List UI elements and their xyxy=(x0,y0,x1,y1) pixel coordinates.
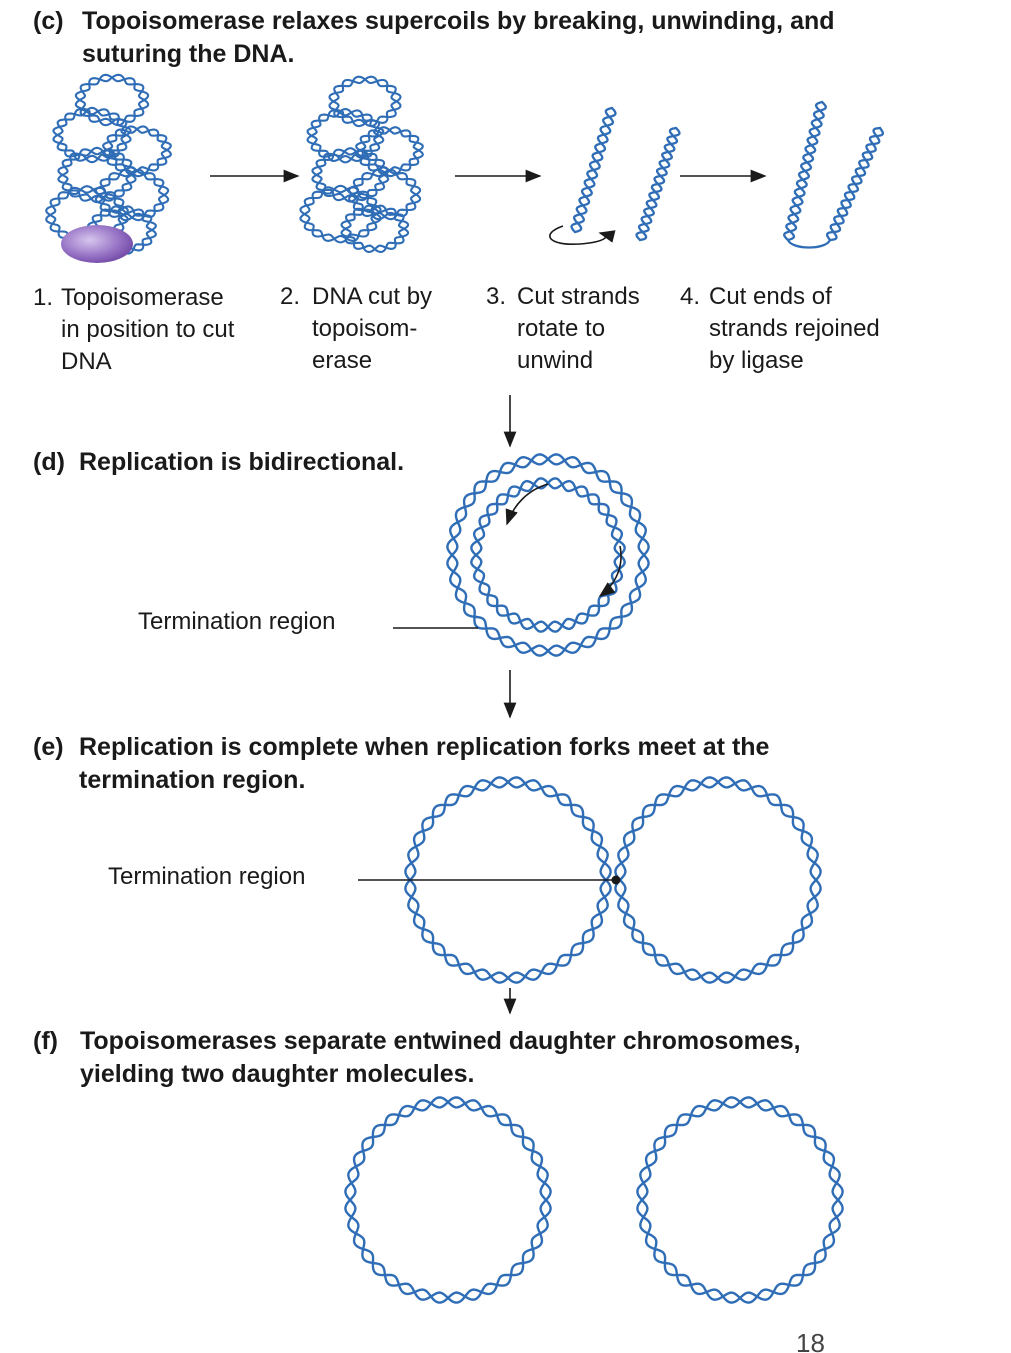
step-3-line2: rotate to xyxy=(517,315,606,342)
step-2-line2: topoisom- xyxy=(312,315,418,342)
daughter-molecule-left xyxy=(344,1096,552,1304)
step-2-number: 2. xyxy=(280,283,301,310)
step-1-line1: Topoisomerase xyxy=(61,284,224,311)
dna-strand xyxy=(344,1096,552,1304)
panel-f-title-line1: Topoisomerases separate entwined daughte… xyxy=(80,1027,801,1055)
daughter-molecule-right xyxy=(636,1096,844,1304)
entwined-circle-right xyxy=(614,776,822,984)
step-4-number: 4. xyxy=(680,283,701,310)
step-4-line3: by ligase xyxy=(709,347,804,374)
termination-point xyxy=(611,875,621,885)
dna-strand xyxy=(311,147,390,202)
dna-strand xyxy=(825,126,885,242)
dna-strand xyxy=(344,1096,552,1304)
dna-strand xyxy=(470,477,626,633)
dna-strand xyxy=(57,146,137,202)
panel-c-label: (c) xyxy=(33,7,64,35)
dna-strand xyxy=(614,776,822,984)
replicating-circle-inner xyxy=(470,477,626,633)
step-2-line3: erase xyxy=(312,347,373,374)
fork-arrow-right xyxy=(598,545,622,597)
page-number: 18 xyxy=(796,1328,825,1353)
fork-arrow-left xyxy=(505,483,549,526)
dna-strand xyxy=(74,73,150,127)
step-2-line1: DNA cut by xyxy=(312,283,433,310)
panel-e-title-line2: termination region. xyxy=(79,766,306,794)
panel-e-termination-label: Termination region xyxy=(108,863,306,890)
dna-strand xyxy=(446,453,650,657)
panel-d-termination-label: Termination region xyxy=(138,608,336,635)
step-1-caption: 1. Topoisomerase in position to cut DNA xyxy=(33,282,273,382)
step-4-line1: Cut ends of xyxy=(709,283,832,310)
dna-strand xyxy=(74,73,150,127)
step-3-line1: Cut strands xyxy=(517,283,640,310)
panel-e-title-line1: Replication is complete when replication… xyxy=(79,733,770,761)
panel-f-label: (f) xyxy=(33,1027,58,1055)
dna-strand xyxy=(328,75,402,128)
step-4-caption: 4. Cut ends of strands rejoined by ligas… xyxy=(680,281,930,381)
step-1-line3: DNA xyxy=(61,348,112,375)
panel-c-title-line1: Topoisomerase relaxes supercoils by brea… xyxy=(82,7,835,35)
step-1-line2: in position to cut xyxy=(61,316,235,343)
panel-d-label: (d) xyxy=(33,448,65,476)
step-3-line3: unwind xyxy=(517,347,594,374)
dna-strand xyxy=(470,477,626,633)
step3-rotating-strands xyxy=(570,106,681,242)
dna-strand xyxy=(635,126,681,242)
dna-strand xyxy=(328,75,402,128)
step-3-number: 3. xyxy=(486,283,507,310)
rotation-arrow xyxy=(549,225,616,245)
dna-strand xyxy=(340,204,410,254)
step-2-caption: 2. DNA cut by topoisom- erase xyxy=(280,281,470,381)
dna-strand xyxy=(786,238,832,249)
step-4-line2: strands rejoined xyxy=(709,315,880,342)
topoisomerase-enzyme xyxy=(61,225,133,263)
step4-rejoined-strands xyxy=(783,100,885,249)
step-1-number: 1. xyxy=(33,284,54,311)
step2-cut-dna xyxy=(299,75,424,254)
dna-strand xyxy=(636,1096,844,1304)
panel-f-title-line2: yielding two daughter molecules. xyxy=(80,1060,475,1088)
dna-strand xyxy=(783,100,827,242)
dna-strand xyxy=(614,776,822,984)
dna-strand xyxy=(299,184,382,242)
dna-strand xyxy=(570,106,617,234)
step-3-caption: 3. Cut strands rotate to unwind xyxy=(486,281,676,381)
panel-c-title-line2: suturing the DNA. xyxy=(82,40,295,68)
replicating-circle-outer xyxy=(446,453,650,657)
panel-e-label: (e) xyxy=(33,733,64,761)
panel-d-title: Replication is bidirectional. xyxy=(79,448,405,476)
dna-strand xyxy=(636,1096,844,1304)
